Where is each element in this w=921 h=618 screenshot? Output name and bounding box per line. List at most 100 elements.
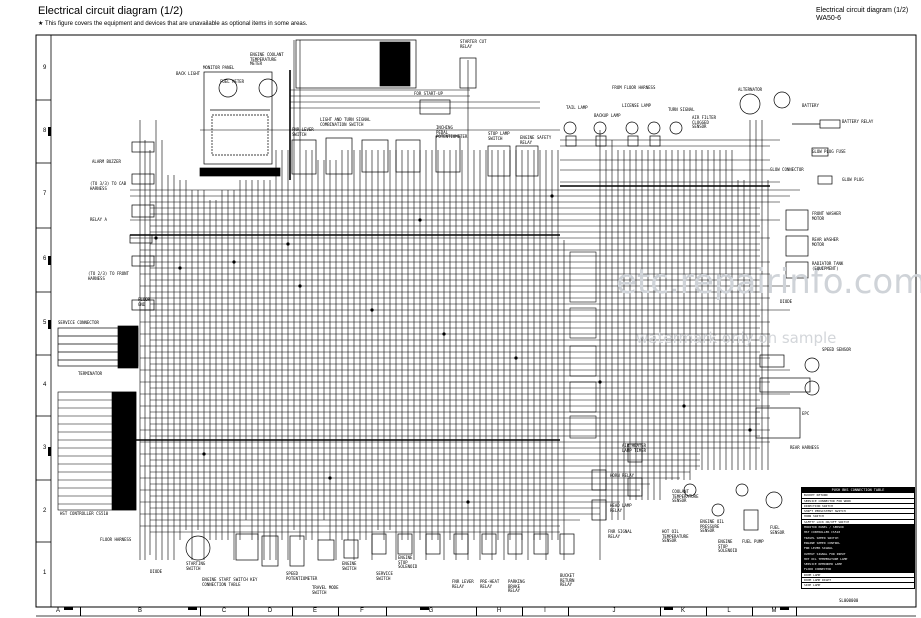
label-to-cab-harness: (TO 3/3) TO CAB HARNESS bbox=[90, 181, 127, 191]
label-fnr-lever-switch: FNR LEVER SWITCH bbox=[292, 127, 314, 137]
label-radiator-tank: RADIATOR TANK (EQUIPMENT) bbox=[812, 261, 844, 271]
table-row: BUCKET RETURN bbox=[802, 492, 914, 497]
model-name: WA50-6 bbox=[816, 15, 842, 22]
top-centre-relay-block bbox=[295, 39, 477, 115]
column-label: B bbox=[80, 607, 201, 616]
connection-table-title: PUSH BKS CONNECTION TABLE bbox=[802, 488, 914, 493]
column-label: C bbox=[200, 607, 249, 616]
row-label: 5 bbox=[43, 320, 47, 326]
header-right: Electrical circuit diagram (1/2) WA50-6 bbox=[816, 7, 908, 23]
label-diode: DIODE bbox=[780, 299, 793, 304]
column-label: K bbox=[660, 607, 707, 616]
note-text: This figure covers the equipment and dev… bbox=[44, 21, 308, 27]
label-starting-switch: STARTING SWITCH bbox=[186, 561, 206, 571]
service-connector-block bbox=[57, 325, 139, 369]
label-floor-harness: FLOOR HARNESS bbox=[100, 537, 132, 542]
label-fnr-signal-relay: FNR SIGNAL RELAY bbox=[608, 529, 633, 539]
row-label: 4 bbox=[43, 382, 47, 388]
label-alarm-buzzer: ALARM BUZZER bbox=[92, 159, 121, 164]
label-front-washer: FRONT WASHER MOTOR bbox=[812, 211, 841, 221]
label-speed-sensor: SPEED SENSOR bbox=[822, 347, 851, 352]
row-label: 7 bbox=[43, 191, 47, 197]
label-service-connector: SERVICE CONNECTOR bbox=[58, 320, 99, 325]
label-backup-lamp: BACKUP LAMP bbox=[594, 113, 621, 118]
label-glow-plug-fuse: GLOW PLUG FUSE bbox=[812, 149, 846, 154]
column-label: A bbox=[36, 607, 81, 616]
row-dividers bbox=[36, 99, 51, 543]
note-mark: ★ bbox=[38, 21, 44, 27]
row-label: 1 bbox=[43, 570, 47, 576]
label-air-heater-timer: AIR HEATER LAMP TIMER bbox=[622, 443, 647, 453]
label-air-filter: AIR FILTER CLOGGED SENSOR bbox=[692, 115, 717, 129]
column-label: E bbox=[292, 607, 339, 616]
label-oil-pressure: ENGINE OIL PRESSURE SENSOR bbox=[700, 519, 725, 533]
connection-table: PUSH BKS CONNECTION TABLE BUCKET RETURN … bbox=[801, 487, 915, 589]
label-fuel-meter: FUEL METER bbox=[220, 79, 245, 84]
right-connector-stacks bbox=[569, 251, 597, 439]
column-label: J bbox=[568, 607, 661, 616]
label-monitor-panel: MONITOR PANEL bbox=[203, 65, 235, 70]
label-tail-lamp: TAIL LAMP bbox=[566, 105, 588, 110]
table-row: DIRECTION SWITCH bbox=[802, 502, 914, 508]
drawing-code: SL000000 bbox=[839, 598, 859, 603]
label-diode-b: DIODE bbox=[150, 569, 163, 574]
label-pre-heat-relay: PRE-HEAT RELAY bbox=[480, 579, 500, 589]
table-row: FLOOR CONNECTOR bbox=[802, 566, 914, 572]
left-connectors bbox=[129, 141, 155, 311]
bus-lines bbox=[130, 70, 770, 441]
switch-row bbox=[291, 135, 539, 177]
table-row: SAFETY LOCK ON/OFF SWITCH bbox=[802, 518, 914, 524]
label-back-light: BACK LIGHT bbox=[176, 71, 201, 76]
vertical-wires bbox=[139, 40, 769, 560]
label-floor-gnd: FLOOR GND bbox=[138, 297, 151, 307]
bottom-left-switches bbox=[185, 533, 359, 567]
label-light-turn-switch: LIGHT AND TURN SIGNAL COMBINATION SWITCH bbox=[320, 117, 371, 127]
label-rear-washer: REAR WASHER MOTOR bbox=[812, 237, 839, 247]
washer-motors bbox=[785, 209, 809, 279]
label-from-floor-harness: FROM FLOOR HARNESS bbox=[612, 85, 656, 90]
label-battery-relay: BATTERY RELAY bbox=[842, 119, 874, 124]
label-head-lamp-relay: HEAD LAMP RELAY bbox=[610, 503, 632, 513]
label-engine-stop-solenoid: ENGINE STOP SOLENOID bbox=[398, 555, 418, 569]
table-row: SERVICE CONNECTOR FOR WORK bbox=[802, 497, 914, 503]
bottom-relays bbox=[371, 443, 643, 555]
table-row: HST CONTROLLER CS510 bbox=[802, 529, 914, 535]
row-label: 6 bbox=[43, 256, 47, 262]
table-row: MONITOR PANEL / SENSOR bbox=[802, 524, 914, 530]
row-label: 3 bbox=[43, 445, 47, 451]
column-markers bbox=[64, 607, 789, 610]
monitor-panel-block bbox=[199, 71, 281, 177]
label-travel-mode-switch: TRAVEL MODE SWITCH bbox=[312, 585, 339, 595]
label-turn-signal: TURN SIGNAL bbox=[668, 107, 695, 112]
table-row: ROOM LAMP RIGHT bbox=[802, 577, 914, 582]
label-coolant-meter: ENGINE COOLANT TEMPERATURE METER bbox=[250, 52, 284, 66]
label-speed-potentiometer: SPEED POTENTIOMETER bbox=[286, 571, 318, 581]
row-label: 9 bbox=[43, 65, 47, 71]
column-label: F bbox=[338, 607, 387, 616]
label-hst-controller: HST CONTROLLER CS510 bbox=[60, 511, 109, 516]
label-to-front-harness: (TO 2/3) TO FRONT HARNESS bbox=[88, 271, 129, 281]
table-row: FNR LEVER SIGNAL bbox=[802, 545, 914, 551]
column-label: I bbox=[522, 607, 569, 616]
table-row: ROOM LAMP bbox=[802, 571, 914, 577]
table-row: HOT OIL TEMPERATURE LAMP bbox=[802, 555, 914, 562]
label-coolant-temp-sensor: COOLANT TEMPERATURE SENSOR bbox=[672, 489, 699, 503]
table-row: HORN SWITCH bbox=[802, 513, 914, 518]
column-label: H bbox=[476, 607, 523, 616]
watermark-sub: watermark only on sample bbox=[636, 329, 837, 347]
header-right-title: Electrical circuit diagram (1/2) bbox=[816, 7, 909, 14]
junction-dots bbox=[154, 194, 752, 504]
label-glow-connector: GLOW CONNECTOR bbox=[770, 167, 804, 172]
label-fuel-sensor: FUEL SENSOR bbox=[770, 525, 785, 535]
watermark-main: etc.repairinfo.com bbox=[616, 262, 921, 302]
label-battery: BATTERY bbox=[802, 103, 819, 108]
hst-controller-block bbox=[57, 391, 137, 511]
table-row: SHIFT PERSISTENT SWITCH bbox=[802, 508, 914, 513]
label-relay-a: RELAY A bbox=[90, 217, 107, 222]
label-rear-harness: REAR HARNESS bbox=[790, 445, 819, 450]
label-horn-relay: HORN RELAY bbox=[610, 473, 635, 478]
label-epc: EPC bbox=[802, 411, 810, 416]
label-hot-oil-temp: HOT OIL TEMPERATURE SENSOR bbox=[662, 529, 689, 543]
alternator-battery bbox=[739, 91, 841, 185]
